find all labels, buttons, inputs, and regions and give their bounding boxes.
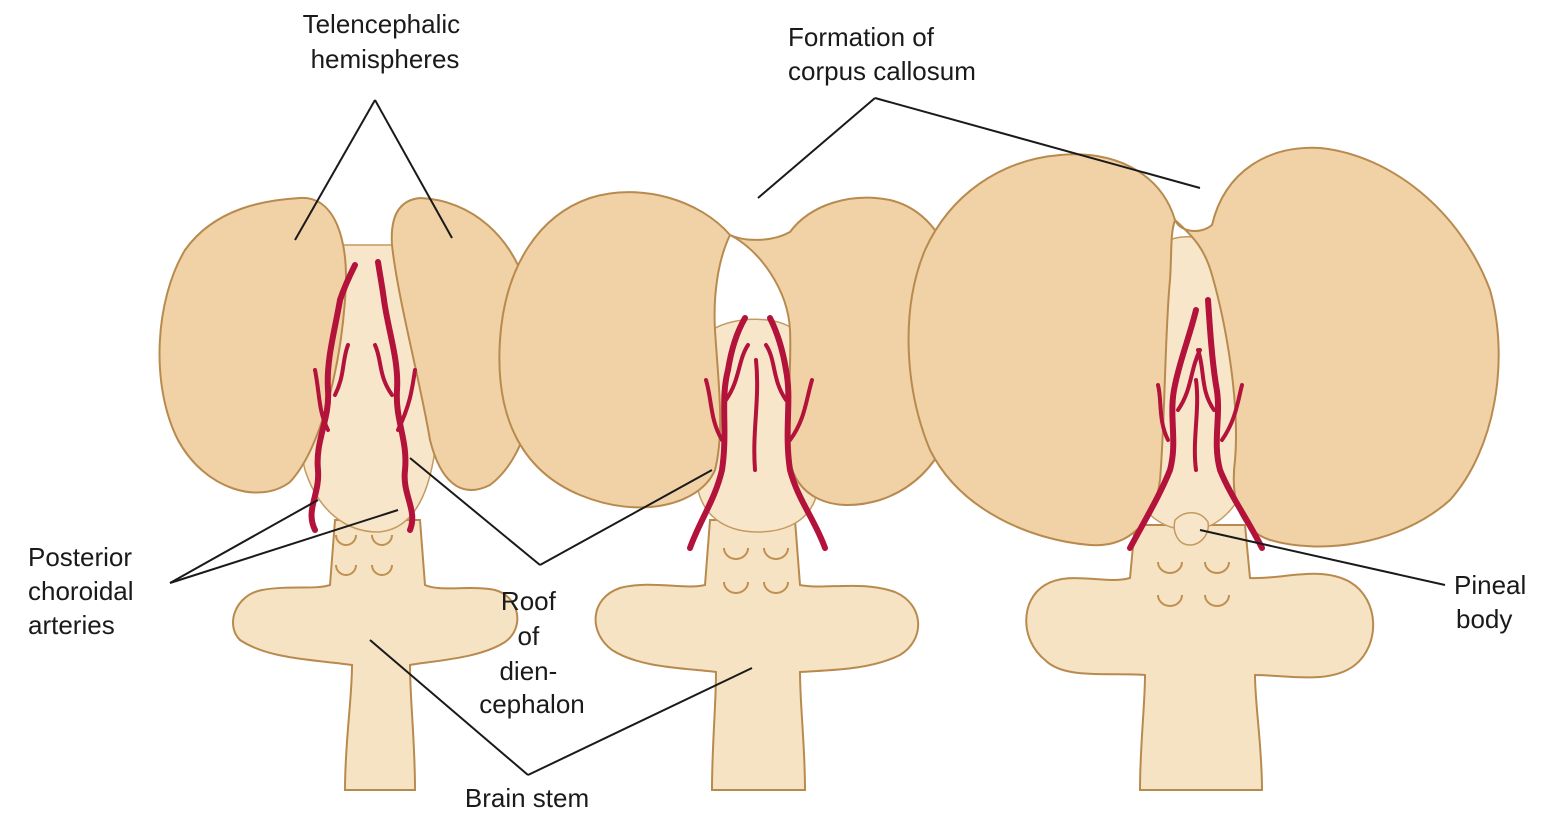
leader-lines xyxy=(169,97,1446,776)
leader-roof-left xyxy=(409,457,541,566)
label-brain-stem: Brain stem xyxy=(465,783,589,813)
labels: Telencephalic hemispheres Formation of c… xyxy=(28,9,1534,813)
stage-1-brain-stem xyxy=(232,519,519,791)
stage-2-brain xyxy=(498,191,967,791)
leader-telencephalic-left xyxy=(294,99,376,241)
stage-1-choroidal-arteries xyxy=(308,259,417,533)
label-posterior-choroidal: Posterior choroidal arteries xyxy=(28,542,141,640)
label-telencephalic: Telencephalic hemispheres xyxy=(303,9,468,74)
label-roof-of-diencephalon: Roof of dien- cephalon xyxy=(479,586,585,719)
stage-1-left-hemisphere xyxy=(158,196,347,494)
leader-roof-mid xyxy=(539,469,713,566)
stage-2-left-hemisphere xyxy=(498,191,732,509)
stage-3-brain-stem xyxy=(1025,524,1375,791)
stage-3-colliculi xyxy=(1157,561,1230,607)
leader-corpus-callosum-mid xyxy=(757,97,876,199)
label-corpus-callosum: Formation of corpus callosum xyxy=(788,22,976,86)
stage-2-colliculi xyxy=(723,547,789,594)
leader-corpus-callosum-right xyxy=(874,97,1201,189)
stage-2-brain-stem xyxy=(594,519,920,791)
leader-posterior-choroidal-2 xyxy=(169,509,399,584)
stage-3-right-hemisphere xyxy=(1174,146,1500,548)
stage-1-colliculi xyxy=(335,534,393,576)
stage-1-brain xyxy=(158,196,537,791)
leader-brain-stem-mid xyxy=(527,667,753,776)
leader-pineal xyxy=(1199,529,1446,586)
stage-3-brain xyxy=(907,146,1500,791)
stage-3-choroidal-arteries xyxy=(1127,297,1265,551)
stage-3-left-hemisphere xyxy=(907,153,1177,547)
stage-2-choroidal-arteries xyxy=(687,315,828,551)
stage-3-pineal-body xyxy=(1173,512,1209,546)
leader-posterior-choroidal-1 xyxy=(169,499,319,584)
leader-telencephalic-right xyxy=(374,99,453,239)
leader-brain-stem-left xyxy=(369,639,529,776)
label-pineal-body: Pineal body xyxy=(1454,570,1534,634)
